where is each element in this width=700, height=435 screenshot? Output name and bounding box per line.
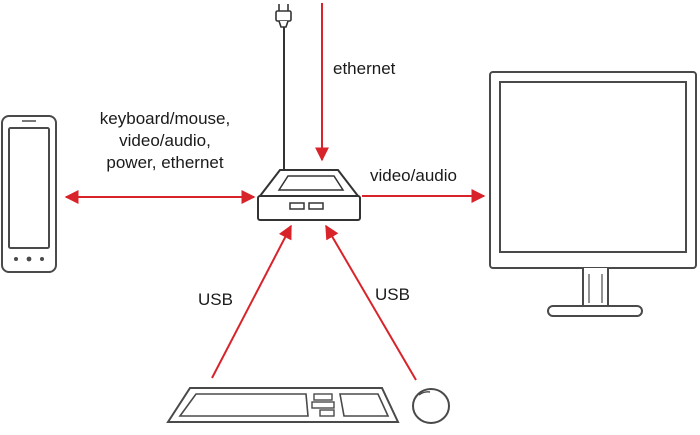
power-plug-icon [275,4,292,28]
keyboard-icon [166,387,400,423]
video-audio-label: video/audio [370,166,457,185]
phone-link-line-2: video/audio, [119,131,211,150]
phone-link-label: keyboard/mouse, video/audio, power, ethe… [90,108,240,174]
smartphone-icon [1,115,57,273]
phone-link-line-1: keyboard/mouse, [99,109,231,128]
dock-hub-icon [257,169,361,221]
phone-link-line-3: power, ethernet [106,153,224,172]
mouse-icon [412,388,450,424]
usb-left-label: USB [198,290,233,309]
ethernet-label: ethernet [333,59,396,78]
mouse-usb-arrow [325,224,417,381]
keyboard-usb-arrow [211,224,292,379]
usb-right-label: USB [375,285,410,304]
monitor-icon [489,71,697,317]
